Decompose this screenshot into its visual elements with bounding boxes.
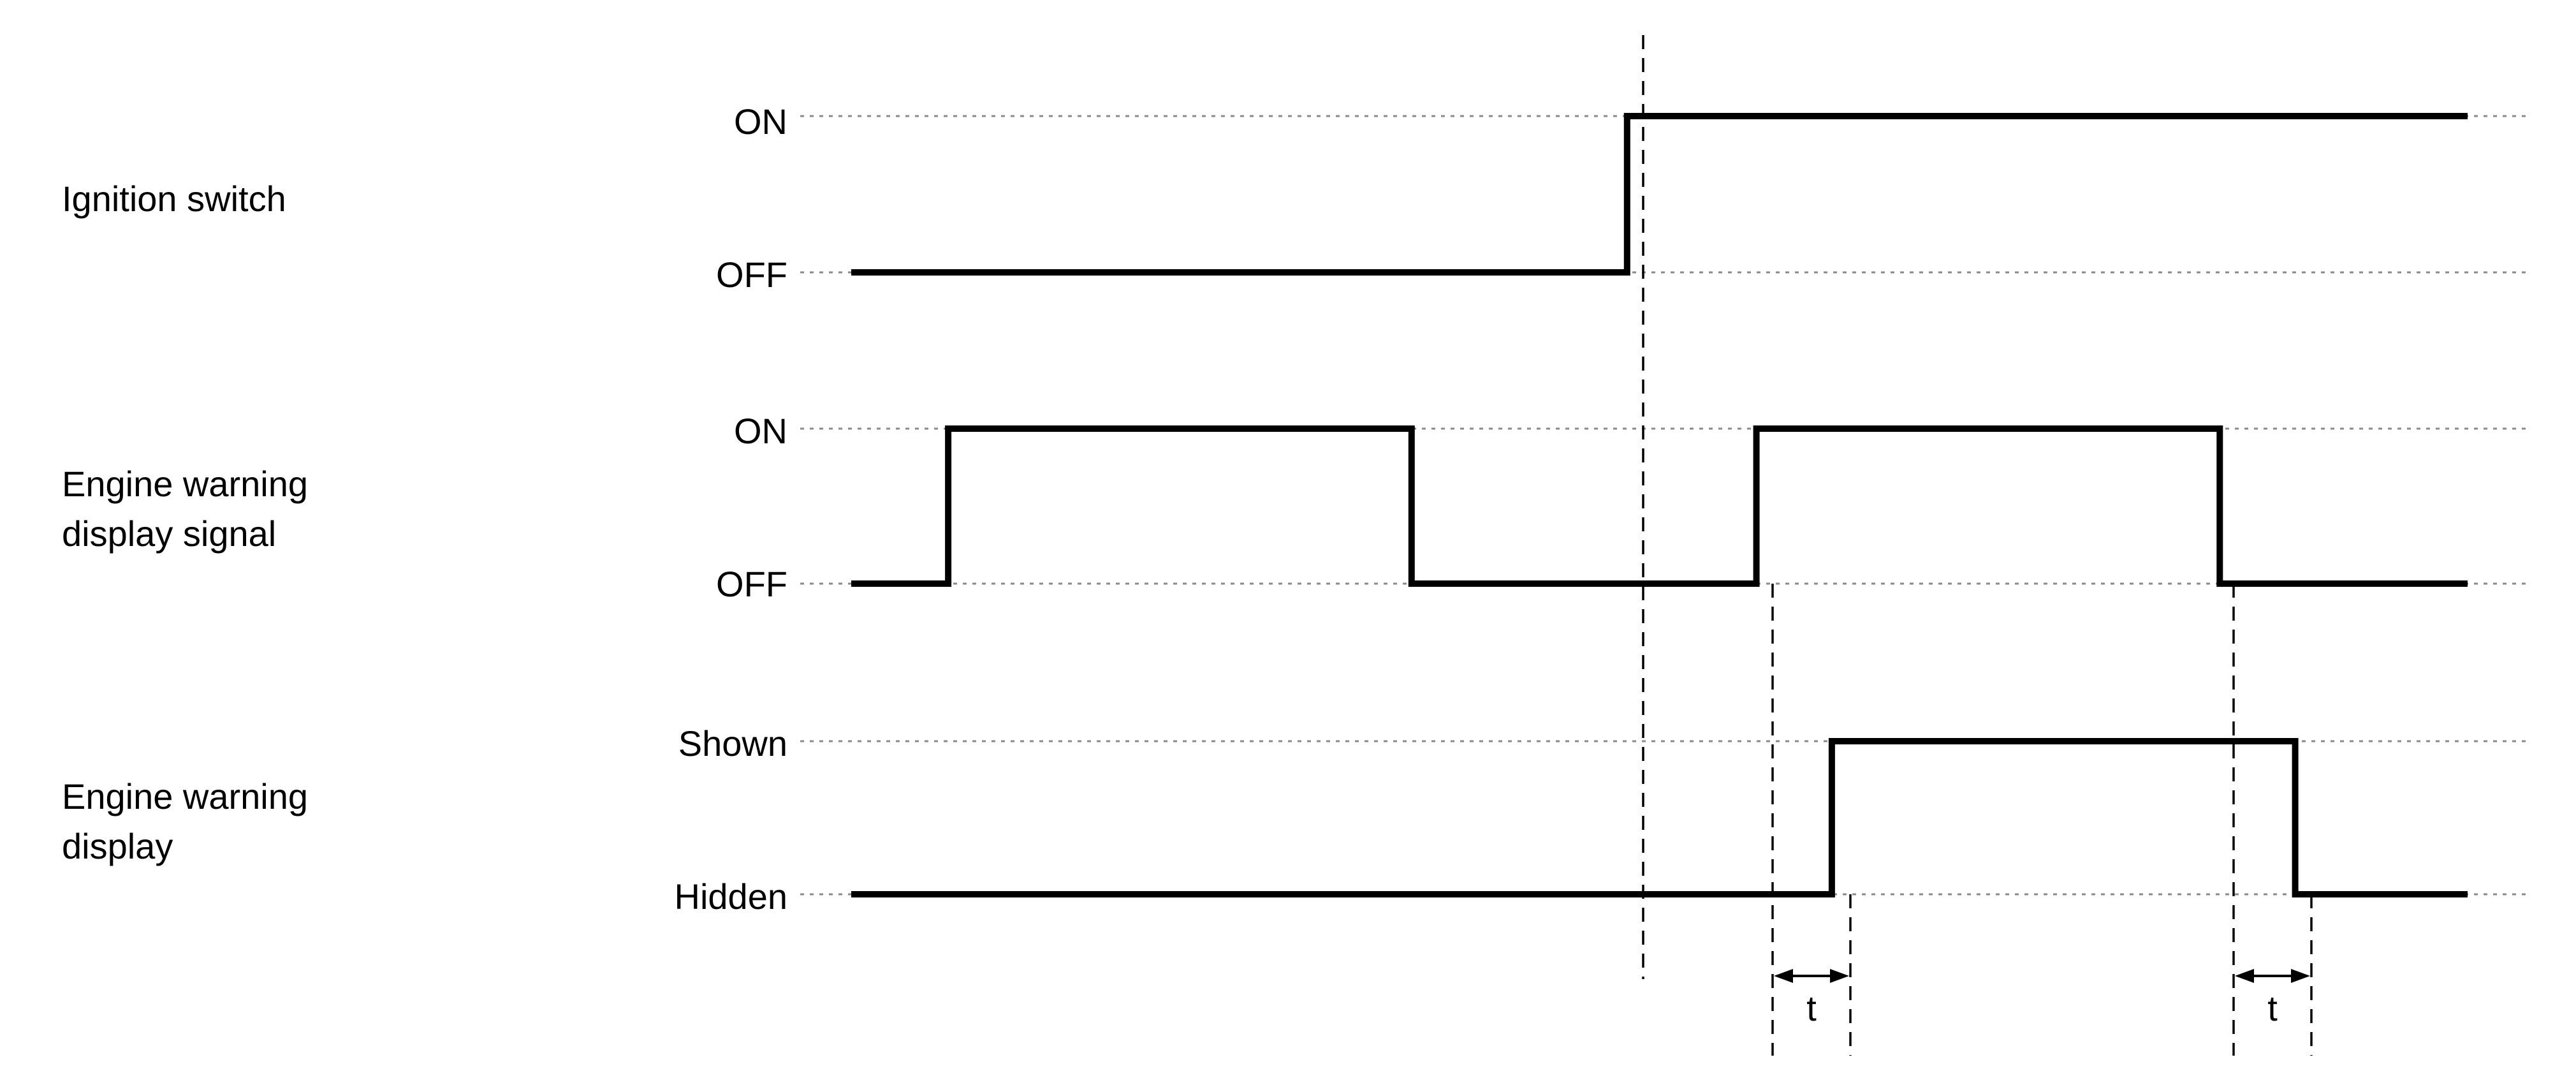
ignition-switch-title: Ignition switch	[62, 179, 286, 219]
engine-warning-signal-title-line1: Engine warning	[62, 464, 308, 504]
engine-warning-signal-title-line2: display signal	[62, 513, 276, 554]
engine-warning-display-waveform	[851, 738, 2468, 897]
delay-arrow-right-head	[1830, 969, 1849, 983]
waveforms	[851, 113, 2468, 897]
ignition-level-high-label: ON	[734, 101, 787, 142]
event-markers	[1642, 35, 2313, 1056]
warning-signal-level-low-label: OFF	[716, 564, 787, 604]
ignition-switch-waveform	[851, 113, 2468, 276]
delay-dimension-2: t	[2235, 969, 2310, 1028]
delay-arrow-left-head	[2235, 969, 2254, 983]
delay-arrow-left-head	[1774, 969, 1793, 983]
delay-label: t	[1806, 988, 1817, 1028]
delay-dimension-1: t	[1774, 969, 1849, 1028]
ignition-level-low-label: OFF	[716, 255, 787, 295]
engine-warning-display-title-line2: display	[62, 826, 173, 866]
signal-titles: Ignition switch Engine warning display s…	[62, 179, 308, 866]
warning-signal-level-high-label: ON	[734, 411, 787, 451]
warning-display-level-high-label: Shown	[678, 723, 787, 764]
engine-warning-signal-waveform	[851, 425, 2468, 587]
level-reference-lines	[800, 115, 2531, 896]
delay-label: t	[2267, 988, 2278, 1028]
engine-warning-display-title-line1: Engine warning	[62, 776, 308, 816]
warning-display-level-low-label: Hidden	[675, 876, 787, 917]
level-labels: ON OFF ON OFF Shown Hidden	[675, 101, 787, 917]
delay-arrow-right-head	[2291, 969, 2310, 983]
